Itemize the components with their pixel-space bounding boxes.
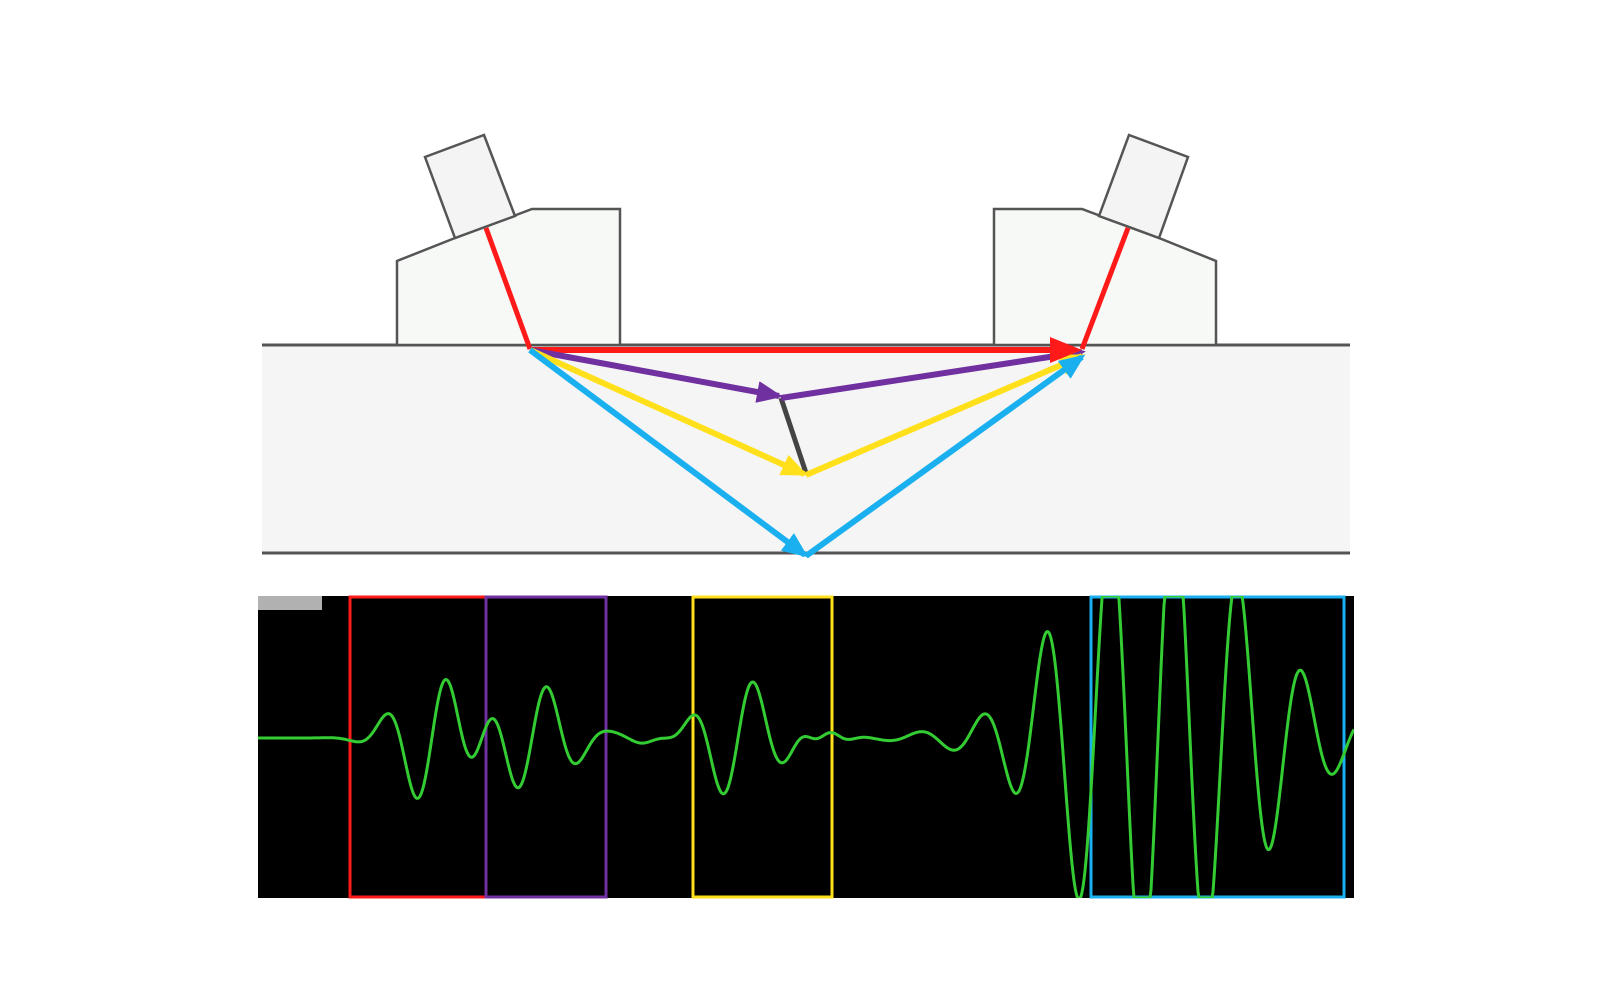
lower-tip-diffracted	[804, 353, 1086, 478]
upper-tip-diffracted	[780, 344, 1086, 401]
receiver-assembly	[992, 133, 1218, 347]
receiver-wedge	[992, 207, 1218, 347]
incident-beam	[483, 227, 533, 350]
transmitter-assembly	[395, 133, 622, 347]
lower-tip-gate	[691, 595, 834, 899]
upper-tip-incident	[529, 347, 783, 403]
received-beam	[1079, 227, 1131, 350]
transmitter-probe-icon	[423, 133, 517, 240]
specimen	[262, 343, 1350, 555]
upper-tip-gate	[484, 595, 608, 899]
beam-paths	[483, 227, 1131, 559]
lateral-wave-arrowhead	[1050, 337, 1082, 363]
backwall-gate	[1089, 595, 1346, 899]
backwall-reflected	[804, 354, 1086, 559]
a-scan-gates	[348, 595, 1346, 899]
transmitter-wedge	[395, 207, 622, 347]
backwall-incident	[528, 347, 809, 558]
receiver-probe-icon	[1097, 133, 1190, 240]
a-scan-background	[258, 596, 1354, 898]
specimen-plate	[262, 345, 1350, 553]
lower-tip-incident	[528, 347, 808, 477]
a-scan-corner-tag	[258, 596, 322, 610]
a-scan-waveform	[258, 596, 1354, 898]
a-scan-display	[258, 595, 1354, 899]
